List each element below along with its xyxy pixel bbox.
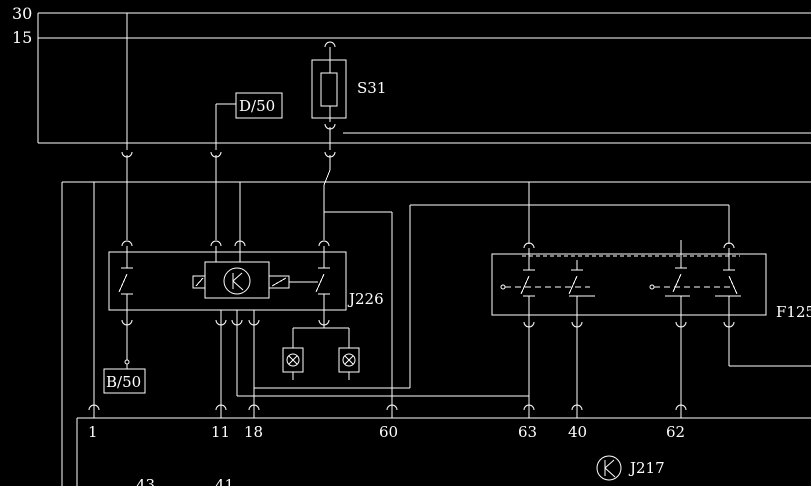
transistor-module [204,261,270,299]
plug-connector [723,242,735,249]
pin-label: 18 [244,423,263,441]
lamp-icon [342,353,356,367]
fuse-label: S31 [357,79,386,97]
relay-coil-right [271,277,287,287]
plug-connector [324,41,336,48]
control-unit-transistor-icon [604,459,615,469]
relay-contact [315,273,325,293]
lamp-icon [344,355,354,365]
switch-pivot [500,284,506,290]
switch-block-f125-box [491,253,767,316]
partial-pin-label: 41 [215,476,234,486]
pin-label: 1 [88,423,98,441]
switch-contact [520,275,530,295]
transistor-icon [223,267,251,295]
lamp-icon [286,353,300,367]
plug-connector [523,242,535,249]
relay-j226-label: J226 [347,290,384,308]
control-unit-label: J217 [628,459,665,477]
pin-connector [386,404,398,411]
fuse-element [320,72,338,107]
pin-label: 40 [568,423,587,441]
partial-pin-label: 43 [136,476,155,486]
rail-30-label: 30 [12,4,32,23]
transistor-icon [232,272,243,282]
switch-contact [672,273,682,293]
pin-connector [675,404,687,411]
connector-d50-box [235,92,283,119]
plug-connector [318,240,330,247]
switch-block-f125-label: F125 [776,303,811,321]
connector-d50-label: D/50 [239,97,275,115]
relay-j226-box [108,251,347,311]
pin-label: 11 [211,423,230,441]
connector-b50-box [103,368,146,394]
wire [323,169,331,186]
switch-contact [728,275,738,295]
plug-connector [210,240,222,247]
pin-connector [215,404,227,411]
transistor-icon [232,280,244,291]
relay-contact [118,273,128,293]
switch-contact [568,275,578,295]
fuse-housing [311,59,347,119]
pin-label: 60 [379,423,398,441]
pin-connector [523,404,535,411]
wire-node [124,359,130,365]
control-unit-transistor-icon [604,467,616,478]
control-unit-transistor-icon [596,455,622,481]
connector-b50-label: B/50 [106,373,141,391]
plug-connector [121,240,133,247]
relay-coil-left [195,277,204,287]
pin-label: 62 [666,423,685,441]
pin-label: 63 [518,423,537,441]
switch-pivot [649,284,655,290]
rail-15-label: 15 [12,28,32,47]
pin-connector [571,404,583,411]
pin-connector [248,404,260,411]
lamp-icon [288,355,298,365]
relay-coil-left [192,275,206,289]
